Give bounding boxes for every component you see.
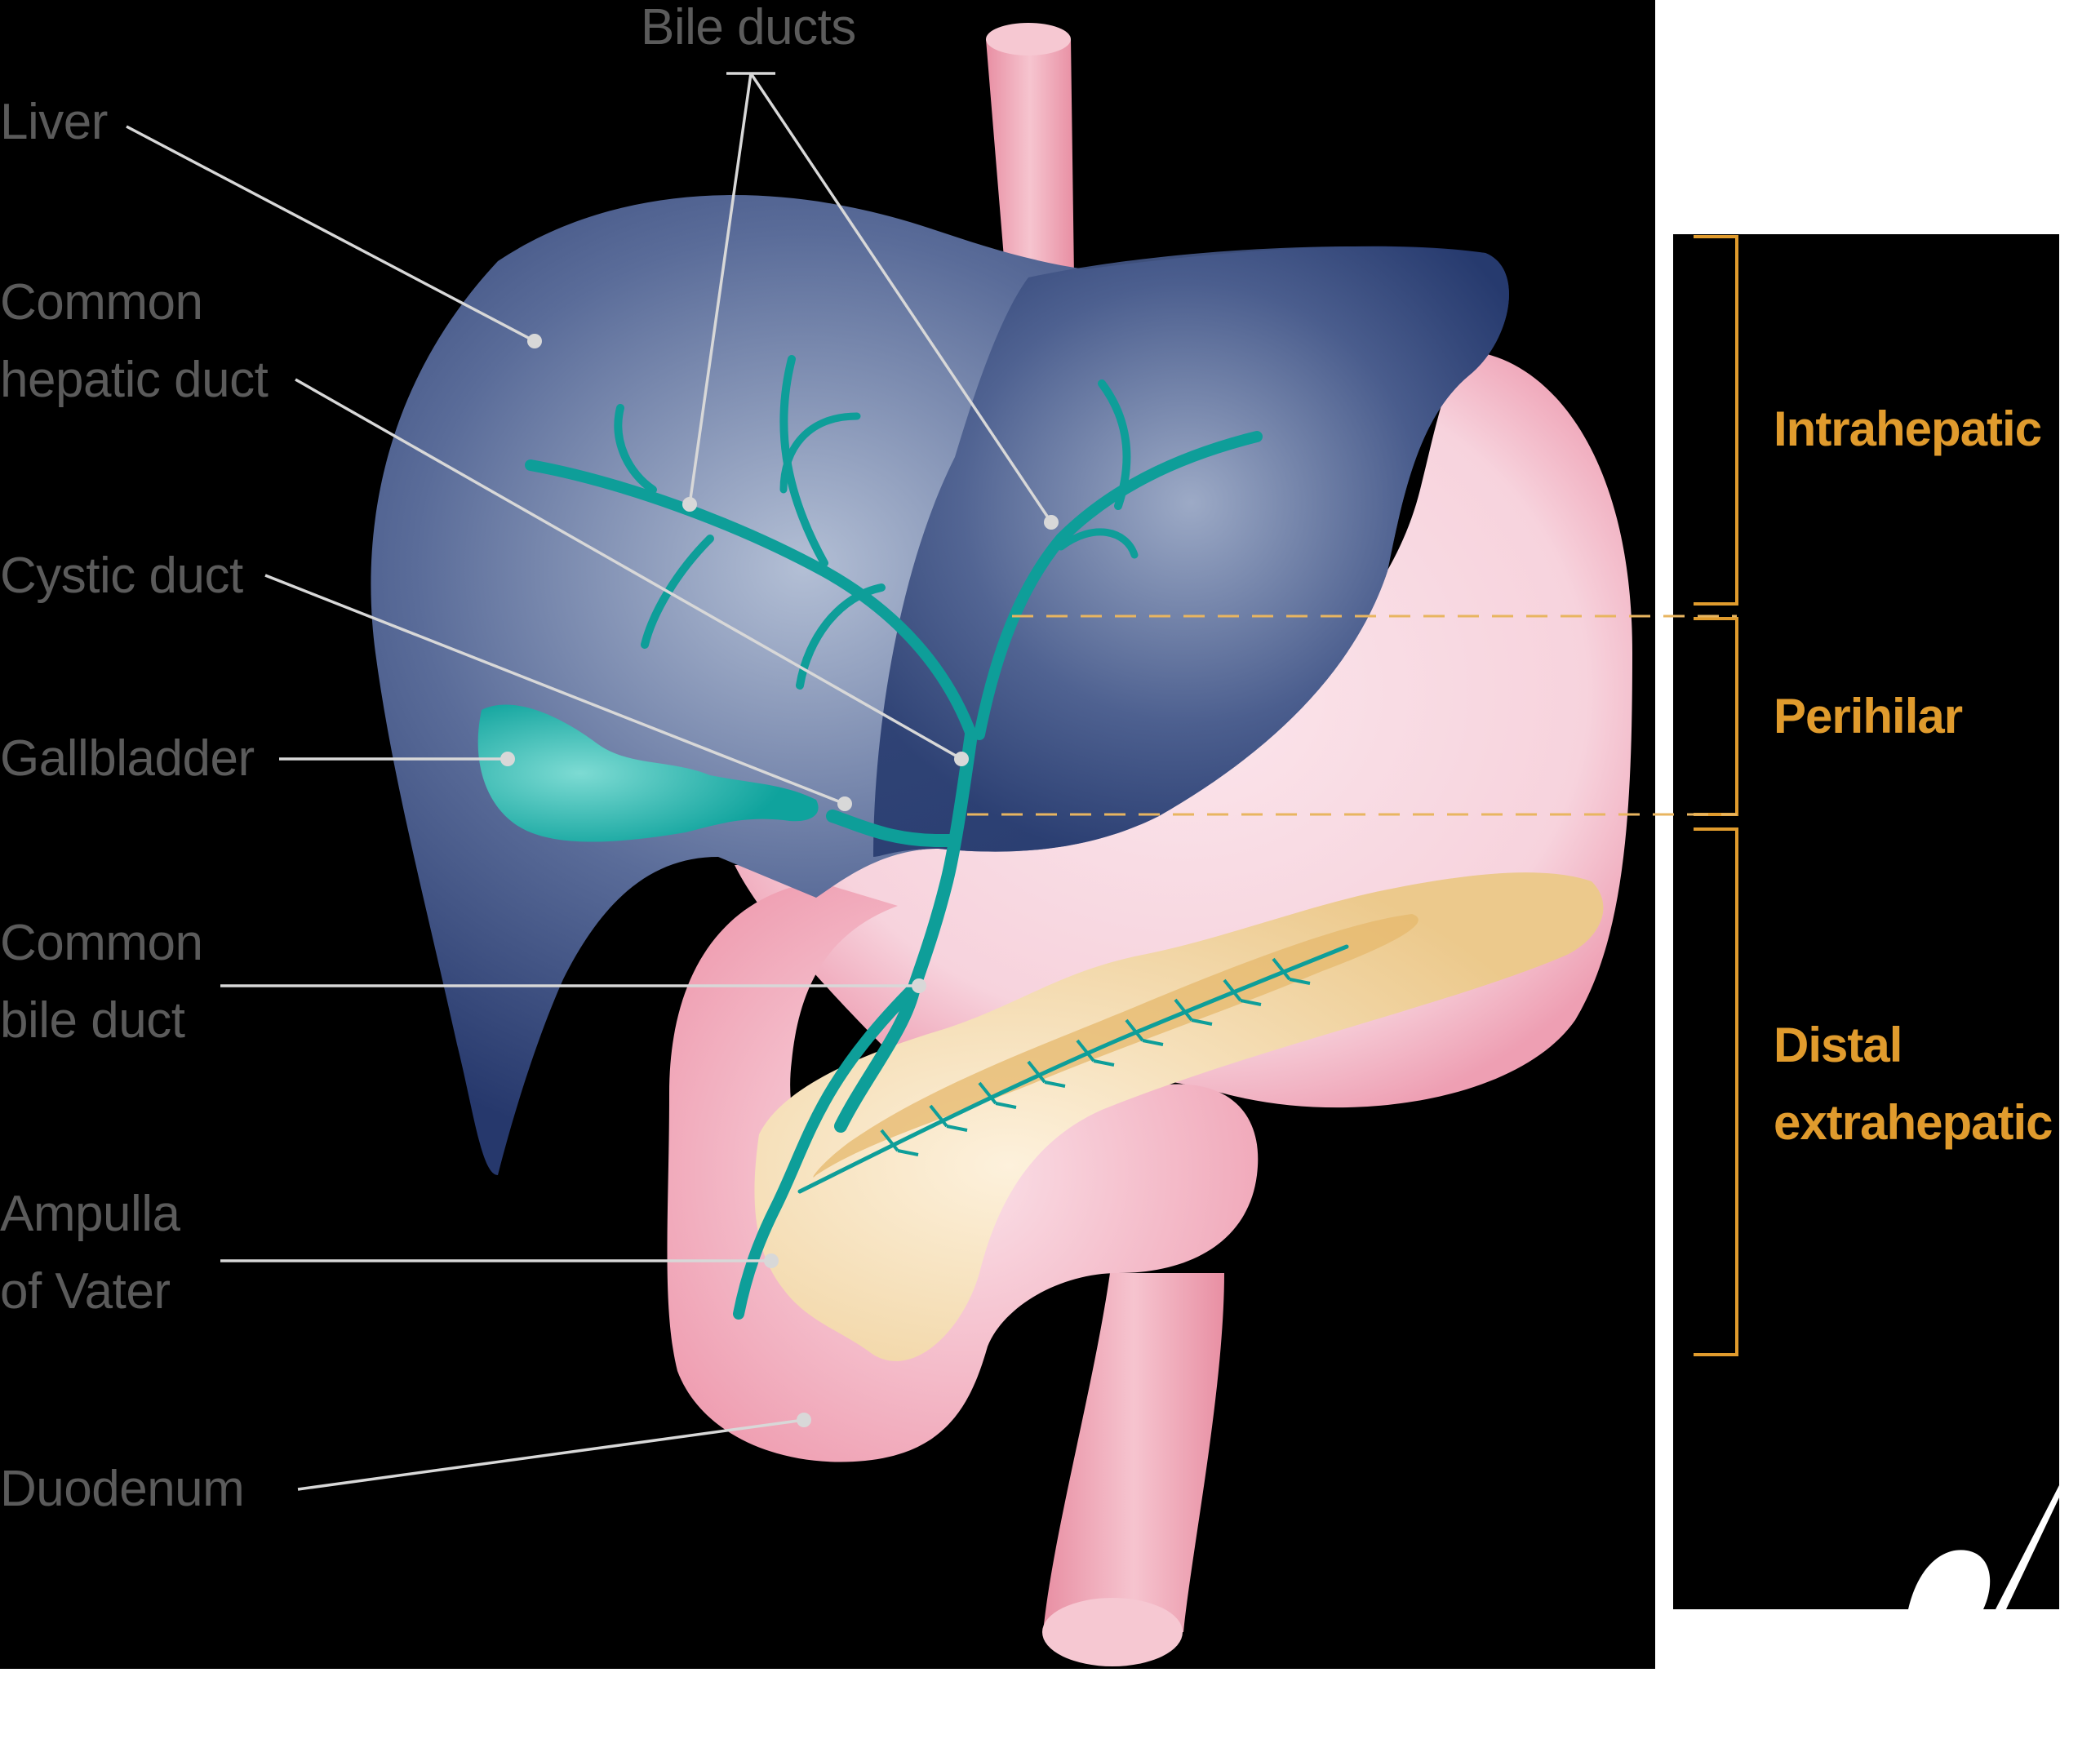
liver-left-lobe [873,246,1509,857]
esophagus [986,23,1074,277]
corner-logo [1908,1485,2059,1609]
bile-ducts-leader-right [749,73,1053,523]
label-common-bile-duct: Common bile duct [0,915,203,1049]
common-hepatic-duct-leader [295,378,962,761]
label-gallbladder: Gallbladder [0,730,255,787]
label-ampulla-of-vater: Ampulla of Vater [0,1186,180,1320]
pancreas [754,872,1604,1361]
region-dividers [967,614,1737,816]
region-label-intrahepatic: Intrahepatic [1774,402,2042,456]
bile-ducts-leader-left [688,73,753,505]
label-bile-ducts: Bile ducts [641,0,856,55]
leader-lines [126,72,1053,1491]
perihilar-bracket [1694,617,1738,816]
distal-bracket [1694,827,1738,1356]
region-brackets [1694,235,1738,1356]
intrahepatic-bracket [1694,235,1738,606]
liver-leader [126,125,535,343]
label-liver: Liver [0,94,108,150]
leader-dots [500,334,1059,1427]
cystic-duct-leader [264,574,846,805]
bile-duct-tree [525,355,1349,1320]
label-duodenum: Duodenum [0,1461,245,1517]
region-label-distal-extrahepatic: Distal extrahepatic [1774,1018,2053,1150]
region-label-perihilar: Perihilar [1774,689,1963,743]
label-common-hepatic-duct: Common hepatic duct [0,274,269,408]
duodenum-leader [297,1418,805,1491]
label-cystic-duct: Cystic duct [0,548,243,604]
gallbladder [477,704,819,842]
jejunum [1042,1273,1224,1666]
pancreatic-duct-branches [880,957,1311,1156]
